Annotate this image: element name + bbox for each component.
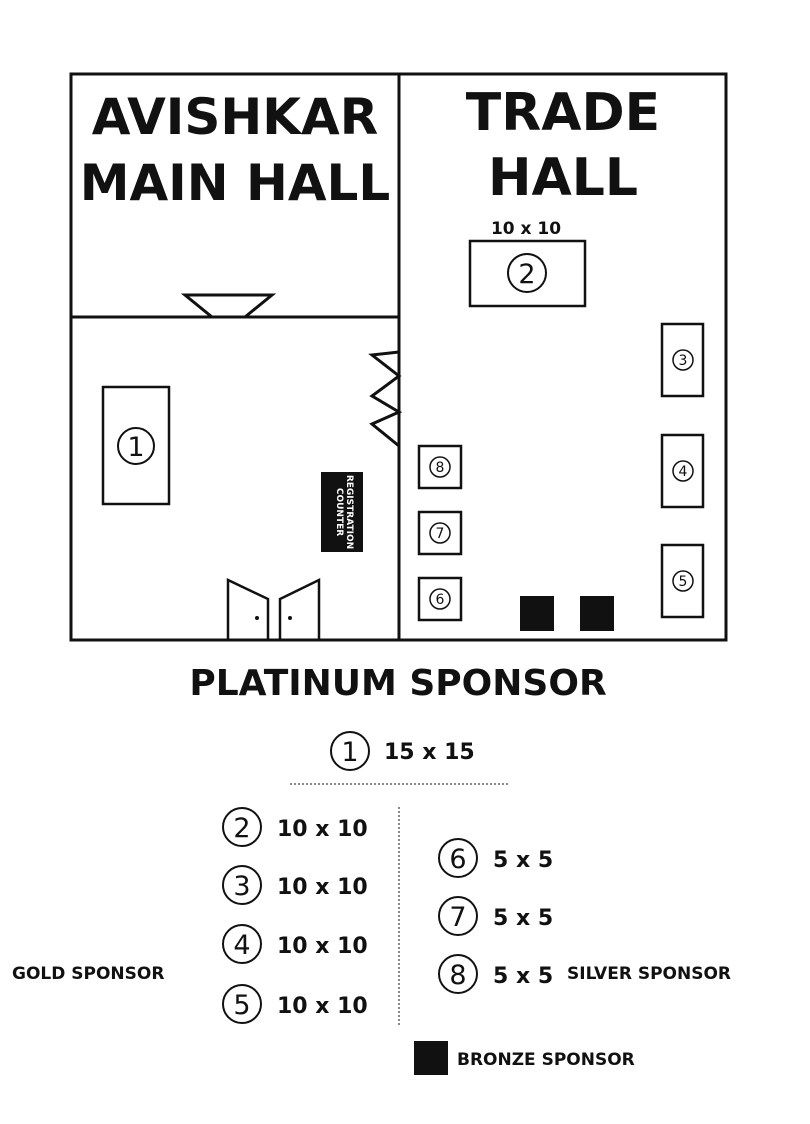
registration-label-line2: COUNTER — [334, 488, 344, 536]
booth-8-number: 8 — [436, 460, 445, 476]
legend-platinum-circle — [330, 731, 370, 771]
legend-silver-size: 5 x 5 — [493, 906, 553, 931]
registration-label-line1: REGISTRATION — [344, 475, 354, 549]
legend-silver-circle — [438, 954, 478, 994]
legend-gold-size: 10 x 10 — [277, 817, 368, 842]
booth-1 — [101, 385, 171, 506]
booth-6-circle — [429, 588, 451, 610]
trade-hall-title-line1: TRADE — [466, 83, 660, 143]
platinum-sponsor-title: PLATINUM SPONSOR — [189, 663, 606, 704]
booth-6-number: 6 — [436, 592, 445, 608]
main-hall-title-line1: AVISHKAR — [92, 88, 378, 146]
booth-3 — [660, 322, 705, 398]
legend-gold-circle — [222, 924, 262, 964]
legend-gold-size: 10 x 10 — [277, 994, 368, 1019]
legend-platinum-size: 15 x 15 — [384, 740, 475, 765]
booth-2-size: 10 x 10 — [491, 219, 561, 239]
registration-counter — [321, 472, 363, 552]
legend-gold-number: 3 — [233, 871, 250, 902]
booth-7-number: 7 — [436, 526, 445, 542]
legend-gold-circle — [222, 865, 262, 905]
booth-4-circle — [672, 460, 694, 482]
booth-5-circle — [672, 570, 694, 592]
silver-sponsor-title: SILVER SPONSOR — [567, 964, 731, 984]
legend-silver-circle — [438, 838, 478, 878]
legend-gold-number: 2 — [233, 813, 250, 844]
legend-gold-number: 5 — [233, 990, 250, 1021]
trade-hall-title-line2: HALL — [488, 148, 638, 208]
legend-gold-circle — [222, 984, 262, 1024]
bronze-sponsor-title: BRONZE SPONSOR — [457, 1050, 635, 1070]
legend-platinum-number: 1 — [341, 737, 358, 768]
booth-5-number: 5 — [679, 574, 688, 590]
legend-silver-number: 8 — [449, 960, 466, 991]
booth-4 — [660, 433, 705, 509]
legend-silver-number: 6 — [449, 844, 466, 875]
booth-3-circle — [672, 349, 694, 371]
bronze-booth — [520, 596, 554, 631]
booth-6 — [417, 576, 463, 622]
legend-silver-circle — [438, 896, 478, 936]
booth-7-circle — [429, 522, 451, 544]
gold-sponsor-title: GOLD SPONSOR — [12, 964, 164, 984]
booth-8 — [417, 444, 463, 490]
booth-3-number: 3 — [679, 353, 688, 369]
legend-silver-number: 7 — [449, 902, 466, 933]
booth-2-circle — [507, 253, 547, 293]
booth-8-circle — [429, 456, 451, 478]
legend-gold-size: 10 x 10 — [277, 934, 368, 959]
booth-4-number: 4 — [679, 464, 688, 480]
bronze-booth — [580, 596, 614, 631]
booth-1-circle — [117, 427, 155, 465]
legend-gold-size: 10 x 10 — [277, 875, 368, 900]
bronze-legend-swatch — [414, 1041, 448, 1075]
entrance-doors — [226, 578, 321, 640]
trade-hall-door — [368, 350, 403, 448]
booth-2 — [468, 239, 587, 308]
legend-silver-size: 5 x 5 — [493, 964, 553, 989]
main-hall-door — [180, 293, 277, 319]
booth-7 — [417, 510, 463, 556]
legend-gold-circle — [222, 807, 262, 847]
booth-1-number: 1 — [127, 432, 144, 463]
booth-2-number: 2 — [518, 259, 535, 290]
legend-gold-number: 4 — [233, 930, 250, 961]
main-hall-title-line2: MAIN HALL — [80, 154, 391, 212]
booth-5 — [660, 543, 705, 619]
legend-silver-size: 5 x 5 — [493, 848, 553, 873]
